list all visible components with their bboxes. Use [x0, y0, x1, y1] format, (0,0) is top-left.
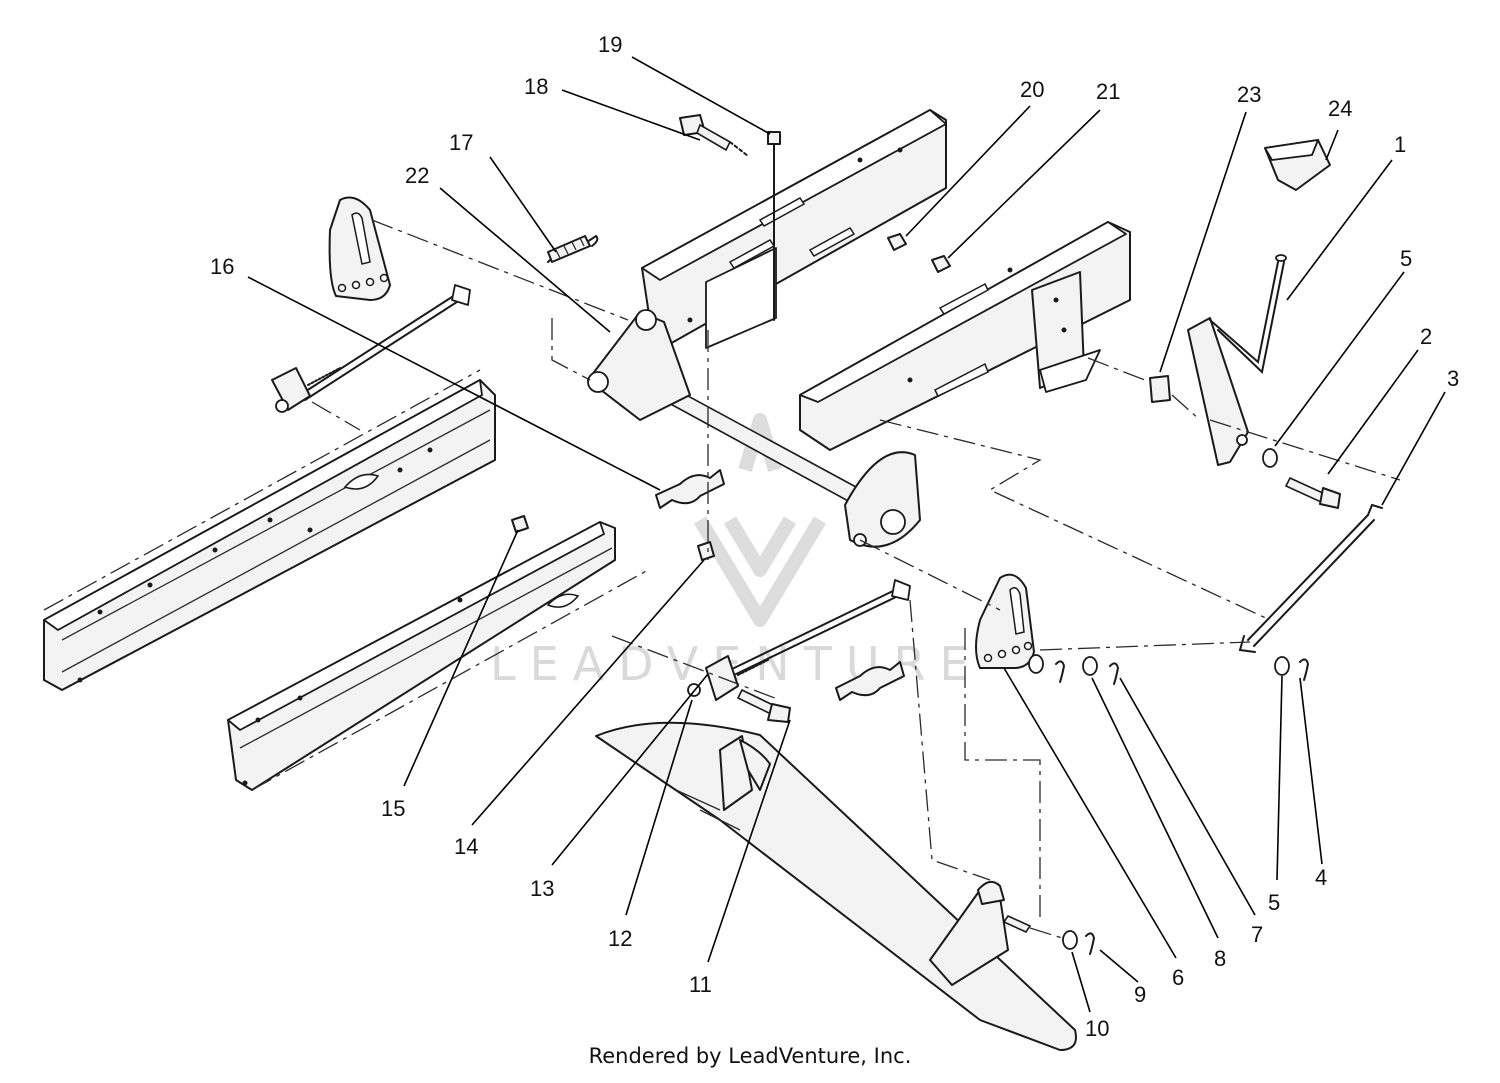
callout-8: 8: [1091, 677, 1226, 971]
svg-text:21: 21: [1096, 79, 1120, 104]
svg-text:5: 5: [1400, 246, 1412, 271]
svg-text:11: 11: [689, 972, 712, 997]
svg-text:9: 9: [1134, 982, 1146, 1007]
clamps: [655, 469, 905, 701]
lift-lever: [1149, 139, 1331, 466]
callout-4: 4: [1299, 677, 1327, 890]
upper-channel: [641, 109, 947, 349]
assembly-lines: [311, 219, 1401, 939]
rendered-by-footer: Rendered by LeadVenture, Inc.: [588, 1044, 912, 1068]
callout-23: 23: [1159, 82, 1261, 373]
svg-text:8: 8: [1214, 946, 1226, 971]
washers-and-pins: [1028, 448, 1310, 955]
svg-text:12: 12: [608, 926, 632, 951]
svg-text:6: 6: [1172, 965, 1184, 990]
callout-6: 6: [1003, 667, 1184, 990]
callout-7: 7: [1119, 677, 1263, 947]
callout-12: 12: [608, 699, 693, 951]
callout-24: 24: [1325, 96, 1352, 161]
callout-1: 1: [1286, 132, 1406, 301]
svg-text:17: 17: [449, 130, 473, 155]
spring-17: [547, 234, 599, 263]
lift-rod: [1238, 503, 1383, 653]
callout-14: 14: [454, 559, 705, 859]
callout-17: 17: [449, 130, 557, 253]
callouts: 1 2 3 4 5 5 6 7: [210, 32, 1459, 1041]
svg-text:15: 15: [381, 796, 405, 821]
svg-text:5: 5: [1268, 890, 1280, 915]
deck-hanger: [595, 721, 1077, 1051]
left-frame-rail: [43, 369, 496, 691]
callout-3: 3: [1381, 366, 1459, 506]
svg-text:16: 16: [210, 254, 234, 279]
callout-18: 18: [524, 74, 701, 141]
nuts: [511, 233, 951, 561]
bolts-top: [679, 114, 781, 321]
callout-19: 19: [598, 32, 771, 135]
callout-20: 20: [905, 77, 1044, 237]
callout-9: 9: [1099, 949, 1146, 1007]
lift-plate-left: [328, 196, 391, 301]
callout-16: 16: [210, 254, 661, 491]
callout-22: 22: [405, 163, 611, 333]
left-link-rod: [271, 284, 471, 413]
svg-text:20: 20: [1020, 77, 1044, 102]
svg-text:13: 13: [530, 876, 554, 901]
svg-text:3: 3: [1447, 366, 1459, 391]
callout-5-lower: 5: [1268, 675, 1283, 915]
svg-text:23: 23: [1237, 82, 1261, 107]
svg-text:24: 24: [1328, 96, 1352, 121]
svg-text:4: 4: [1315, 865, 1327, 890]
svg-text:18: 18: [524, 74, 548, 99]
svg-text:1: 1: [1394, 132, 1406, 157]
lower-frame-rail: [227, 521, 649, 791]
svg-text:7: 7: [1251, 922, 1263, 947]
shoulder-bolt-11: [736, 688, 791, 723]
svg-text:14: 14: [454, 834, 478, 859]
svg-text:22: 22: [405, 163, 429, 188]
callout-2: 2: [1327, 324, 1432, 475]
lift-plate-right: [975, 573, 1035, 669]
callout-13: 13: [530, 673, 709, 901]
svg-text:2: 2: [1420, 324, 1432, 349]
callout-10: 10: [1071, 951, 1109, 1041]
bolt-2: [1284, 476, 1341, 509]
svg-text:19: 19: [598, 32, 622, 57]
callout-5-upper: 5: [1274, 246, 1412, 447]
svg-text:10: 10: [1085, 1016, 1109, 1041]
callout-11: 11: [689, 719, 791, 997]
callout-15: 15: [381, 529, 519, 821]
lift-shaft: [587, 309, 921, 548]
right-channel: [799, 221, 1131, 451]
callout-21: 21: [947, 79, 1120, 259]
